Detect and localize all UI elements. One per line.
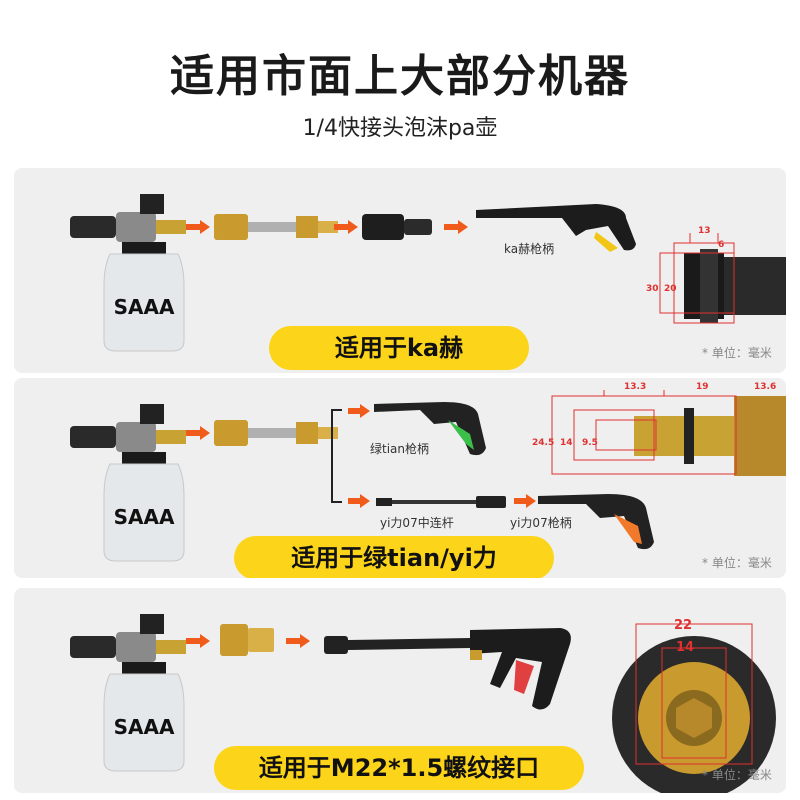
extension-rod-image (376, 496, 506, 508)
section-m22: SAAA 22 14 适用于M22*1.5螺纹接口 * 单位：毫米 (14, 588, 786, 793)
arrow-icon (444, 220, 468, 234)
nozzle-dimension-image (659, 233, 786, 324)
black-adapter-image (362, 214, 432, 240)
compatibility-banner: 适用于绿tian/yi力 (234, 536, 554, 578)
dimension-label: 13 (698, 226, 711, 236)
greenworks-gun-image (374, 402, 486, 456)
compatibility-banner: 适用于M22*1.5螺纹接口 (214, 746, 584, 790)
compatibility-banner: 适用于ka赫 (269, 326, 529, 370)
page-subtitle: 1/4快接头泡沫pa壶 (302, 116, 498, 141)
unit-note: * 单位：毫米 (702, 346, 772, 360)
arrow-icon (348, 494, 370, 508)
thread-dimension-image (612, 623, 776, 793)
dimension-label: 20 (664, 284, 677, 294)
bottle-logo: SAAA (114, 505, 175, 529)
brass-adapter-image (214, 420, 338, 446)
dimension-label: 14 (676, 640, 695, 655)
arrow-icon (334, 220, 358, 234)
dimension-label: 22 (674, 618, 693, 633)
foam-bottle-image: SAAA (70, 194, 186, 352)
bottle-logo: SAAA (114, 715, 175, 739)
dimension-label: 13.6 (754, 382, 777, 392)
section-karcher: SAAA ka赫枪柄 13 6 30 20 适用于ka赫 * 单位：毫米 (14, 168, 786, 373)
arrow-icon (514, 494, 536, 508)
bottle-logo: SAAA (114, 295, 175, 319)
dimension-label: 30 (646, 284, 659, 294)
rod-label: yi力07中连杆 (380, 516, 454, 530)
unit-note: * 单位：毫米 (702, 768, 772, 782)
arrow-icon (348, 404, 370, 418)
foam-bottle-image: SAAA (70, 614, 186, 772)
arrow-icon (186, 634, 210, 648)
page-title: 适用市面上大部分机器 (170, 51, 630, 102)
dimension-label: 14 (560, 438, 573, 448)
dimension-label: 24.5 (532, 438, 555, 448)
branch-bracket (331, 409, 342, 503)
foam-bottle-image: SAAA (70, 404, 186, 562)
gun-label: ka赫枪柄 (504, 242, 555, 256)
dimension-label: 13.3 (624, 382, 647, 392)
dimension-label: 9.5 (582, 438, 598, 448)
yili-gun-image (538, 494, 654, 550)
unit-note: * 单位：毫米 (702, 556, 772, 570)
nozzle-dimension-image (551, 390, 786, 476)
brass-adapter-image (214, 214, 338, 240)
arrow-icon (186, 220, 210, 234)
gun-label: yi力07枪柄 (510, 516, 572, 530)
m22-brass-adapter-image (220, 624, 274, 656)
arrow-icon (186, 426, 210, 440)
m22-gun-image (324, 628, 571, 710)
arrow-icon (286, 634, 310, 648)
dimension-label: 6 (718, 240, 725, 250)
gun-label: 绿tian枪柄 (370, 442, 429, 456)
dimension-label: 19 (696, 382, 709, 392)
karcher-gun-image (476, 204, 636, 252)
section-greenworks-yili: SAAA 绿tian枪柄 yi力07中连杆 yi力07枪柄 (14, 378, 786, 578)
